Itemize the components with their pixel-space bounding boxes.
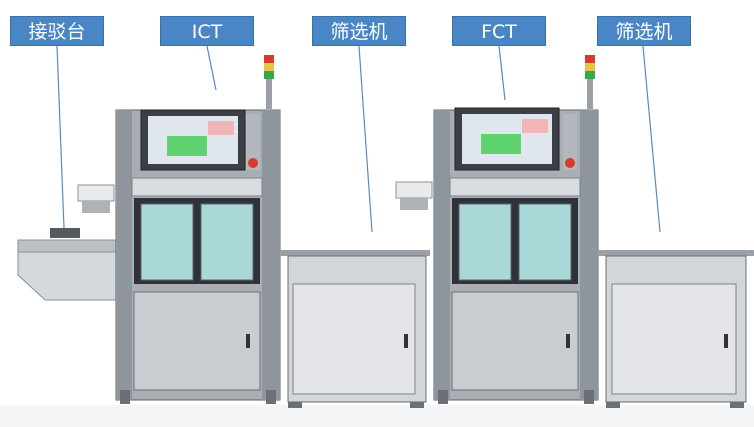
docking-station-label: 接驳台 <box>10 16 104 46</box>
sorter-2 <box>598 250 754 408</box>
leader-docking <box>56 45 65 229</box>
docking-station <box>17 184 119 301</box>
sorter-2-label: 筛选机 <box>597 16 691 46</box>
leader-fct <box>498 45 506 101</box>
ict-label: ICT <box>160 16 254 46</box>
ict-machine <box>115 55 281 404</box>
fct-machine <box>395 55 599 404</box>
floor <box>0 405 754 427</box>
sorter-1 <box>280 250 430 408</box>
leader-ict <box>206 45 217 91</box>
leader-sorter1 <box>358 45 373 233</box>
fct-label: FCT <box>452 16 546 46</box>
leader-sorter2 <box>642 45 661 233</box>
sorter-1-label: 筛选机 <box>312 16 406 46</box>
